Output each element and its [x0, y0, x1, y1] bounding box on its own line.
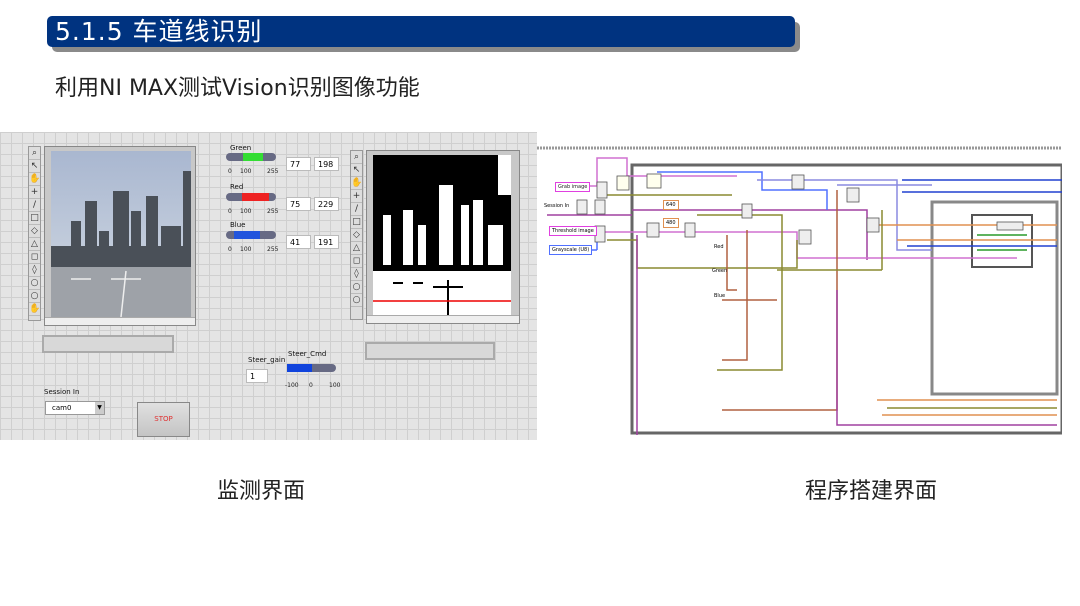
- red-low-input[interactable]: 75: [286, 197, 311, 211]
- slide-subtitle: 利用NI MAX测试Vision识别图像功能: [55, 76, 420, 101]
- grayscale-label: Grayscale (U8): [549, 245, 593, 255]
- width-constant: 640: [663, 200, 679, 210]
- blue-terminal-label: Blue: [714, 293, 726, 299]
- session-in-select[interactable]: cam0▼: [45, 401, 105, 415]
- green-terminal-label: Green: [712, 268, 728, 274]
- caption-monitor-interface: 监测界面: [217, 479, 306, 504]
- blue-high-input[interactable]: 191: [314, 235, 339, 249]
- threshold-image-label: Threshold image: [549, 226, 597, 236]
- front-panel-screenshot: ⌕↖✋+/□◇△◻◊○○✋ Green 0 100 255 77 198 Red…: [0, 132, 537, 440]
- steer-gain-input[interactable]: 1: [246, 369, 268, 383]
- stop-button[interactable]: STOP: [137, 402, 190, 437]
- tools-palette-left[interactable]: ⌕↖✋+/□◇△◻◊○○✋: [28, 146, 41, 321]
- camera-image: [51, 151, 191, 317]
- steer-cmd-label: Steer_Cmd: [288, 350, 327, 358]
- red-high-input[interactable]: 229: [314, 197, 339, 211]
- green-low-input[interactable]: 77: [286, 157, 311, 171]
- string-indicator-left: [42, 335, 174, 353]
- green-high-input[interactable]: 198: [314, 157, 339, 171]
- session-in-terminal-label: Session In: [544, 203, 570, 209]
- height-constant: 480: [663, 218, 679, 228]
- string-indicator-right: [365, 342, 495, 360]
- threshold-image-display: [366, 150, 520, 324]
- camera-image-display: [44, 146, 196, 326]
- session-in-label: Session In: [44, 388, 80, 396]
- slide-title: 5.1.5 车道线识别: [47, 16, 795, 47]
- steer-cmd-slider[interactable]: [287, 364, 336, 372]
- grab-image-label: Grab image: [555, 182, 591, 192]
- block-diagram-screenshot: Grab image Session In Threshold image Gr…: [537, 140, 1064, 440]
- blue-low-input[interactable]: 41: [286, 235, 311, 249]
- block-diagram-wires: [537, 146, 1064, 440]
- threshold-image: [373, 155, 511, 319]
- caption-program-interface: 程序搭建界面: [805, 479, 938, 504]
- tools-palette-right[interactable]: ⌕↖✋+/□◇△◻◊○○: [350, 150, 363, 320]
- chevron-down-icon: ▼: [95, 402, 104, 414]
- red-terminal-label: Red: [714, 244, 724, 250]
- steer-gain-label: Steer_gain: [248, 356, 286, 364]
